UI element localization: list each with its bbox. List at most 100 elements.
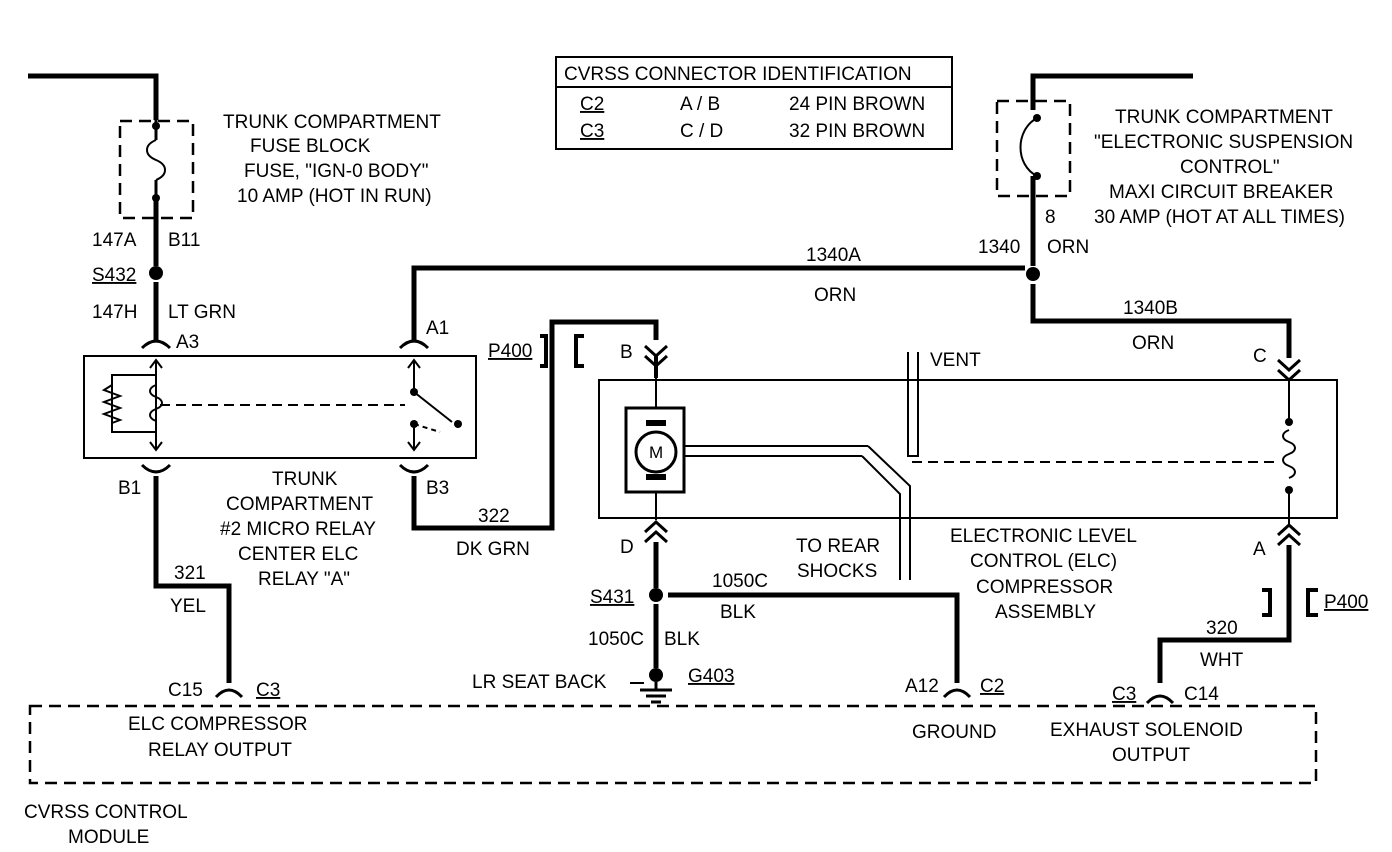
- wire-1340b-label: 1340B: [1123, 298, 1178, 319]
- terminal-c15: [214, 688, 244, 699]
- wire-147h-label: 147H: [92, 302, 137, 323]
- pin-c-label: C: [1253, 346, 1267, 367]
- wire-1050c-v-color: BLK: [664, 629, 700, 650]
- wire-1340b-color: ORN: [1132, 333, 1174, 354]
- wire-320: 320 WHT: [1157, 545, 1292, 683]
- vent-label: VENT: [930, 350, 981, 371]
- c14-desc-line2: OUTPUT: [1112, 745, 1191, 766]
- table-row-pins: C / D: [680, 121, 723, 142]
- compressor-label-line2: CONTROL (ELC): [970, 551, 1117, 572]
- breaker-label-line5: 30 AMP (HOT AT ALL TIMES): [1094, 207, 1345, 228]
- c15-desc-line2: RELAY OUTPUT: [148, 740, 292, 761]
- connector-p400-right: P400: [1262, 588, 1368, 617]
- relay-coil-icon: [149, 384, 163, 422]
- compressor-label-line4: ASSEMBLY: [995, 602, 1096, 623]
- relay-label-line3: #2 MICRO RELAY: [220, 519, 376, 540]
- wire-320-label: 320: [1206, 618, 1238, 639]
- control-module: C15 C3 ELC COMPRESSOR RELAY OUTPUT A12 C…: [24, 676, 1318, 848]
- breaker-label-line1: TRUNK COMPARTMENT: [1115, 107, 1333, 128]
- pin-a-label: A: [1253, 539, 1266, 560]
- splice-s431-label: S431: [590, 587, 634, 608]
- terminal-b3: [398, 463, 430, 474]
- relay-label-line1: TRUNK: [272, 469, 338, 490]
- ground-location-label: LR SEAT BACK: [472, 672, 607, 693]
- c15-desc-line1: ELC COMPRESSOR: [128, 714, 307, 735]
- ground-circuit: S431 1050C BLK 1050C BLK LR SEAT BACK G4…: [472, 542, 960, 704]
- wire-1340a: 1340A ORN: [411, 245, 1025, 340]
- terminal-b1: [140, 463, 172, 474]
- micro-relay: A3 B1 A1 B3 TRUNK COMPARTMENT #2 MICRO R…: [83, 318, 477, 590]
- c14-conn-label: C3: [1112, 684, 1136, 705]
- c14-desc-line1: EXHAUST SOLENOID: [1050, 720, 1243, 741]
- c14-pin-label: C14: [1184, 684, 1219, 705]
- wire-322: 322 DK GRN: [411, 319, 659, 560]
- wire-1340a-color: ORN: [814, 285, 856, 306]
- table-row-desc: 24 PIN BROWN: [789, 94, 925, 115]
- wire-322-label: 322: [478, 506, 510, 527]
- breaker-color: ORN: [1047, 237, 1089, 258]
- compressor-assembly: B M VENT C A D: [598, 342, 1338, 623]
- terminal-a3: [140, 339, 172, 350]
- relay-label-line5: RELAY "A": [258, 569, 350, 590]
- solenoid-icon: [1282, 429, 1296, 479]
- wire-321: 321 YEL: [153, 476, 232, 683]
- splice-s432-label: S432: [92, 265, 136, 286]
- compressor-label-line3: COMPRESSOR: [976, 577, 1113, 598]
- motor-label: M: [649, 443, 663, 462]
- pin-a1-label: A1: [426, 318, 449, 339]
- wire-1340a-label: 1340A: [806, 245, 861, 266]
- fuse-label-line2: FUSE BLOCK: [250, 136, 371, 157]
- a12-desc: GROUND: [912, 722, 996, 743]
- fuse-circuit-label: 147A: [92, 230, 137, 251]
- breaker-label-line4: MAXI CIRCUIT BREAKER: [1109, 182, 1334, 203]
- table-row-pins: A / B: [680, 94, 720, 115]
- relay-box: [83, 355, 477, 459]
- module-outline: [28, 704, 1318, 785]
- wire-320-color: WHT: [1200, 650, 1244, 671]
- a12-conn-label: C2: [980, 676, 1004, 697]
- a12-pin-label: A12: [905, 676, 939, 697]
- wire-321-label: 321: [174, 563, 206, 584]
- fuse-block: TRUNK COMPARTMENT FUSE BLOCK FUSE, "IGN-…: [28, 73, 441, 266]
- table-row-desc: 32 PIN BROWN: [789, 121, 925, 142]
- connector-p400-left: P400: [488, 334, 584, 368]
- circuit-breaker: TRUNK COMPARTMENT "ELECTRONIC SUSPENSION…: [978, 73, 1353, 281]
- module-name-line2: MODULE: [68, 827, 149, 848]
- compressor-label-line1: ELECTRONIC LEVEL: [950, 526, 1137, 547]
- breaker-label-line2: "ELECTRONIC SUSPENSION: [1094, 132, 1353, 153]
- c15-conn-label: C3: [256, 680, 280, 701]
- terminal-a1: [398, 339, 430, 350]
- fuse-label-line3: FUSE, "IGN-0 BODY": [244, 161, 429, 182]
- compressor-box: [598, 379, 1338, 519]
- fuse-icon: [146, 139, 166, 181]
- terminal-c14: [1145, 694, 1175, 705]
- vent-pipe: [907, 352, 919, 457]
- ground-g403-label: G403: [688, 666, 734, 687]
- fuse-terminal-label: B11: [168, 230, 200, 251]
- wire-322-color: DK GRN: [456, 539, 530, 560]
- pin-a3-label: A3: [176, 332, 199, 353]
- fuse-label-line1: TRUNK COMPARTMENT: [223, 112, 441, 133]
- connector-table: CVRSS CONNECTOR IDENTIFICATION C2 A / B …: [555, 56, 953, 150]
- wire-321-color: YEL: [170, 596, 206, 617]
- wire-1050c-h-color: BLK: [720, 602, 756, 623]
- table-row-connector: C2: [580, 94, 604, 115]
- motor-icon: [634, 430, 678, 474]
- rear-shocks-line2: SHOCKS: [797, 561, 877, 582]
- pin-b1-label: B1: [118, 478, 141, 499]
- connector-table-box: [555, 56, 953, 150]
- wire-1050c-h-label: 1050C: [712, 571, 768, 592]
- splice-dot: [649, 588, 663, 602]
- splice-dot: [149, 266, 163, 280]
- module-name-line1: CVRSS CONTROL: [24, 802, 188, 823]
- splice-s432: S432 147H LT GRN: [92, 265, 236, 340]
- splice-dot: [1026, 267, 1040, 281]
- table-row-connector: C3: [580, 121, 604, 142]
- breaker-circuit: 1340: [978, 237, 1020, 258]
- pin-b-label: B: [620, 342, 633, 363]
- breaker-outline: [995, 99, 1072, 198]
- breaker-label-line3: CONTROL": [1180, 157, 1280, 178]
- relay-label-line2: COMPARTMENT: [226, 494, 373, 515]
